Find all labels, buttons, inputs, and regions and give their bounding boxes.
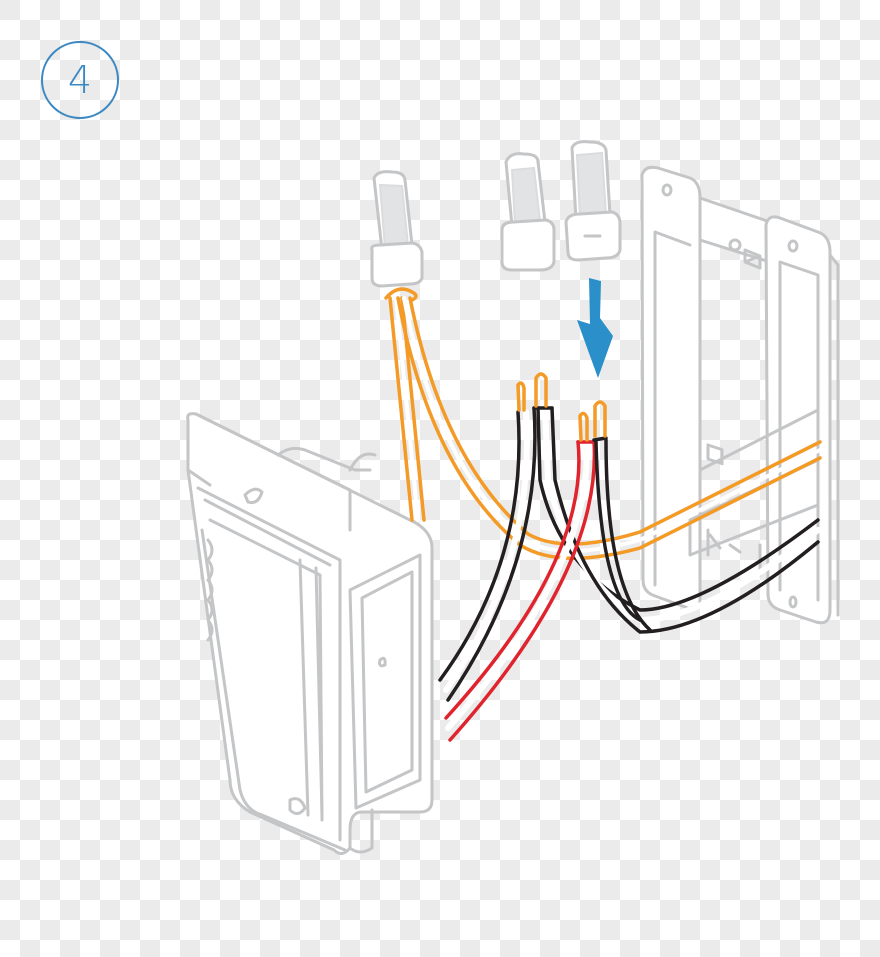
wire-nut-right: [564, 140, 622, 262]
step-number-badge: 4: [41, 41, 119, 119]
wire-nut-left: [370, 170, 424, 288]
step-number: 4: [67, 58, 93, 102]
red-wire: [444, 400, 652, 742]
switch: [186, 412, 434, 855]
wire-nut-middle: [500, 152, 556, 272]
down-arrow-icon: [577, 278, 613, 378]
wall-box: [640, 165, 840, 625]
